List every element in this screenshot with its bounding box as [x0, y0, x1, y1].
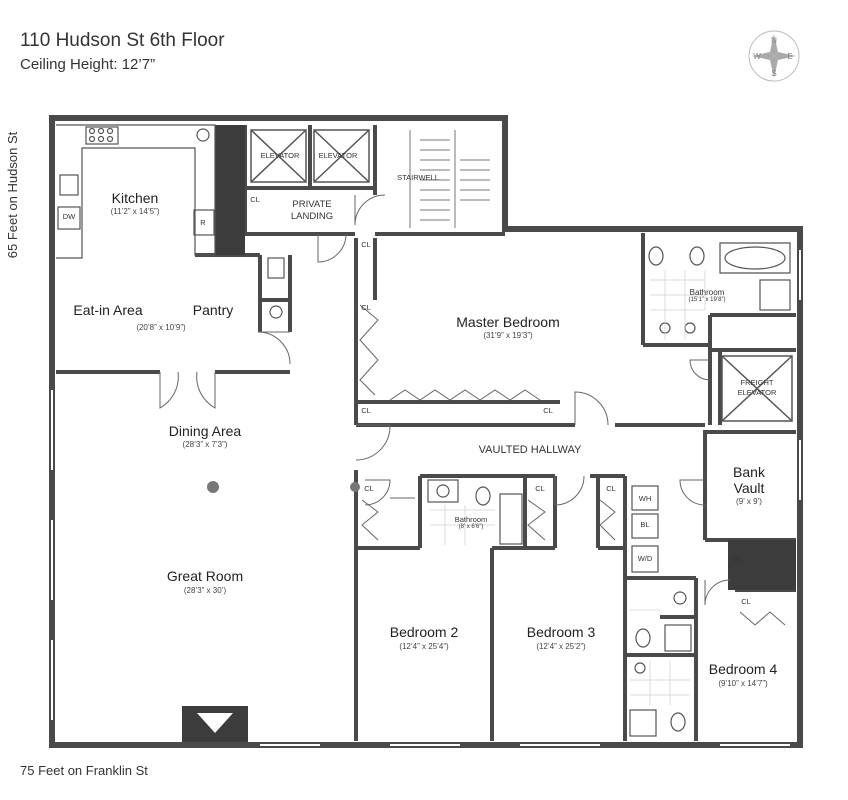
windows: [51, 250, 801, 746]
room-bath2-name: Bathroom: [454, 515, 488, 524]
closet-label: CL: [250, 195, 260, 204]
room-bedroom4-dim: (9’10” x 14’7”): [718, 679, 768, 688]
room-master-bath-name: Bathroom: [689, 288, 725, 297]
compass-icon: N E S W: [748, 30, 800, 82]
room-pantry-name: Pantry: [192, 302, 234, 318]
closet-label: CL: [361, 240, 371, 249]
room-bank-vault-dim: (9’ x 9’): [736, 497, 762, 506]
compass-w: W: [753, 52, 761, 61]
interior-walls: [56, 125, 796, 741]
room-bank-vault-name-1: Bank: [733, 464, 765, 480]
elevator-label-2: ELEVATOR: [318, 151, 358, 160]
closet-doors: [359, 304, 786, 626]
washer-dryer-label: W/D: [637, 554, 653, 563]
exterior-walls: [49, 115, 803, 748]
closet-label: CL: [361, 406, 371, 415]
street-label-franklin: 75 Feet on Franklin St: [20, 763, 148, 778]
private-landing-label-1: PRIVATE: [292, 199, 332, 210]
private-landing-label-2: LANDING: [290, 211, 334, 222]
room-dining-name: Dining Area: [168, 423, 242, 439]
room-bedroom4-name: Bedroom 4: [708, 661, 778, 677]
column-icon: [207, 481, 219, 493]
bathroom-fixtures: [267, 242, 791, 737]
fireplace-icon: [197, 713, 233, 733]
kitchen-fixtures: [56, 124, 216, 259]
closet-label: CL: [732, 554, 742, 563]
dishwasher-label: DW: [62, 212, 76, 221]
room-master-dim: (31’9” x 19’3”): [483, 331, 533, 340]
column-icon-2: [350, 482, 360, 492]
room-bedroom3-name: Bedroom 3: [526, 624, 596, 640]
plan-title: 110 Hudson St 6th Floor: [20, 30, 225, 51]
closet-label: CL: [535, 484, 545, 493]
room-great-room-name: Great Room: [166, 568, 244, 584]
room-bath2-dim: (8’ x 6’6”): [458, 524, 484, 530]
room-kitchen-dim: (11’2” x 14’5”): [110, 207, 160, 216]
closet-label: CL: [606, 484, 616, 493]
compass-s: S: [771, 69, 776, 78]
room-great-room-dim: (28’3” x 30’): [183, 586, 227, 595]
freight-elevator-label-1: FREIGHT: [740, 378, 774, 387]
tile-floors: [430, 270, 706, 705]
door-swings: [159, 194, 731, 606]
compass-e: E: [787, 52, 792, 61]
ceiling-height: Ceiling Height: 12’7”: [20, 56, 156, 73]
closet-label: CL: [543, 406, 553, 415]
closet-label: CL: [364, 484, 374, 493]
stair-treads: [409, 130, 490, 228]
room-bedroom3-dim: (12’4” x 25’2”): [536, 642, 586, 651]
room-pantry-dim: (20’8” x 10’9”): [136, 323, 186, 332]
vaulted-hallway-label: VAULTED HALLWAY: [478, 444, 582, 456]
boiler-label: BL: [640, 520, 650, 529]
refrigerator-label: R: [200, 218, 206, 227]
room-dining-dim: (28’3” x 7’3”): [182, 440, 228, 449]
room-kitchen-name: Kitchen: [111, 190, 159, 206]
freight-elevator-label-2: ELEVATOR: [737, 388, 777, 397]
water-heater-label: WH: [638, 494, 652, 503]
closet-label: CL: [361, 303, 371, 312]
room-bank-vault-name-2: Vault: [733, 480, 765, 496]
closet-label: CL: [741, 597, 751, 606]
room-bedroom2-name: Bedroom 2: [389, 624, 459, 640]
elevator-label-1: ELEVATOR: [260, 151, 300, 160]
room-master-name: Master Bedroom: [456, 314, 560, 330]
compass-n: N: [771, 36, 777, 45]
room-bedroom2-dim: (12’4” x 25’4”): [399, 642, 449, 651]
stairwell-label: STAIRWELL: [397, 173, 439, 182]
room-master-bath-dim: (15’1” x 19’8”): [688, 297, 726, 303]
elevator-shafts: [250, 129, 793, 422]
room-eat-in-name: Eat-in Area: [73, 302, 143, 318]
